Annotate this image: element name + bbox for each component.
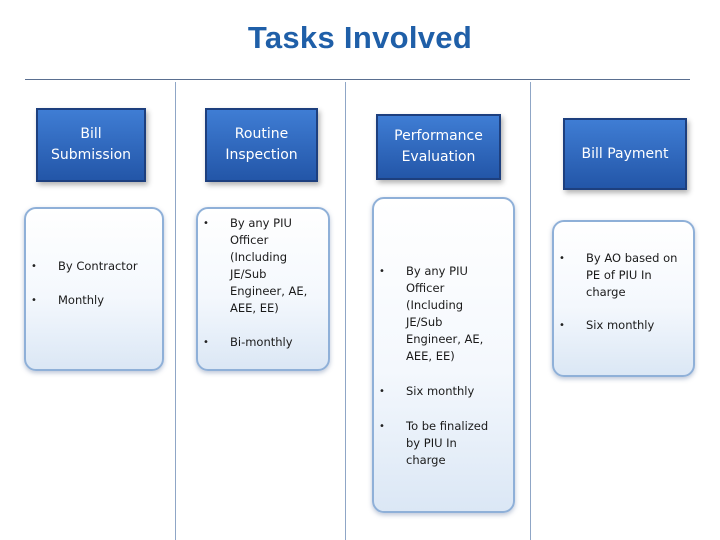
list-item: Monthly <box>28 292 162 309</box>
heading-routine-inspection: Routine Inspection <box>205 108 318 182</box>
heading-bill-payment: Bill Payment <box>563 118 687 190</box>
card-performance-evaluation: By any PIU Officer (Including JE/Sub Eng… <box>372 197 515 513</box>
list-item: By any PIU Officer (Including JE/Sub Eng… <box>200 215 314 317</box>
list-item: By Contractor <box>28 258 162 275</box>
heading-label: Bill Submission <box>50 126 132 163</box>
heading-label: Performance Evaluation <box>394 128 483 165</box>
column-separator <box>345 82 346 540</box>
list-item: To be finalized by PIU In charge <box>376 418 494 469</box>
column-separator <box>530 82 531 540</box>
card-routine-inspection: By any PIU Officer (Including JE/Sub Eng… <box>196 207 330 371</box>
heading-label: Bill Payment <box>581 145 669 162</box>
list-item: By AO based on PE of PIU In charge <box>556 250 682 301</box>
card-bill-submission: By Contractor Monthly <box>24 207 164 371</box>
page-title: Tasks Involved <box>247 20 473 55</box>
list-item: Six monthly <box>556 317 682 334</box>
column-separator <box>175 82 176 540</box>
heading-bill-submission: Bill Submission <box>36 108 146 182</box>
heading-performance-evaluation: Performance Evaluation <box>376 114 501 180</box>
divider-line <box>25 79 690 80</box>
heading-label: Routine Inspection <box>225 126 298 163</box>
card-bill-payment: By AO based on PE of PIU In charge Six m… <box>552 220 695 377</box>
list-item: Bi-monthly <box>200 334 314 351</box>
list-item: By any PIU Officer (Including JE/Sub Eng… <box>376 263 494 365</box>
list-item: Six monthly <box>376 383 494 400</box>
